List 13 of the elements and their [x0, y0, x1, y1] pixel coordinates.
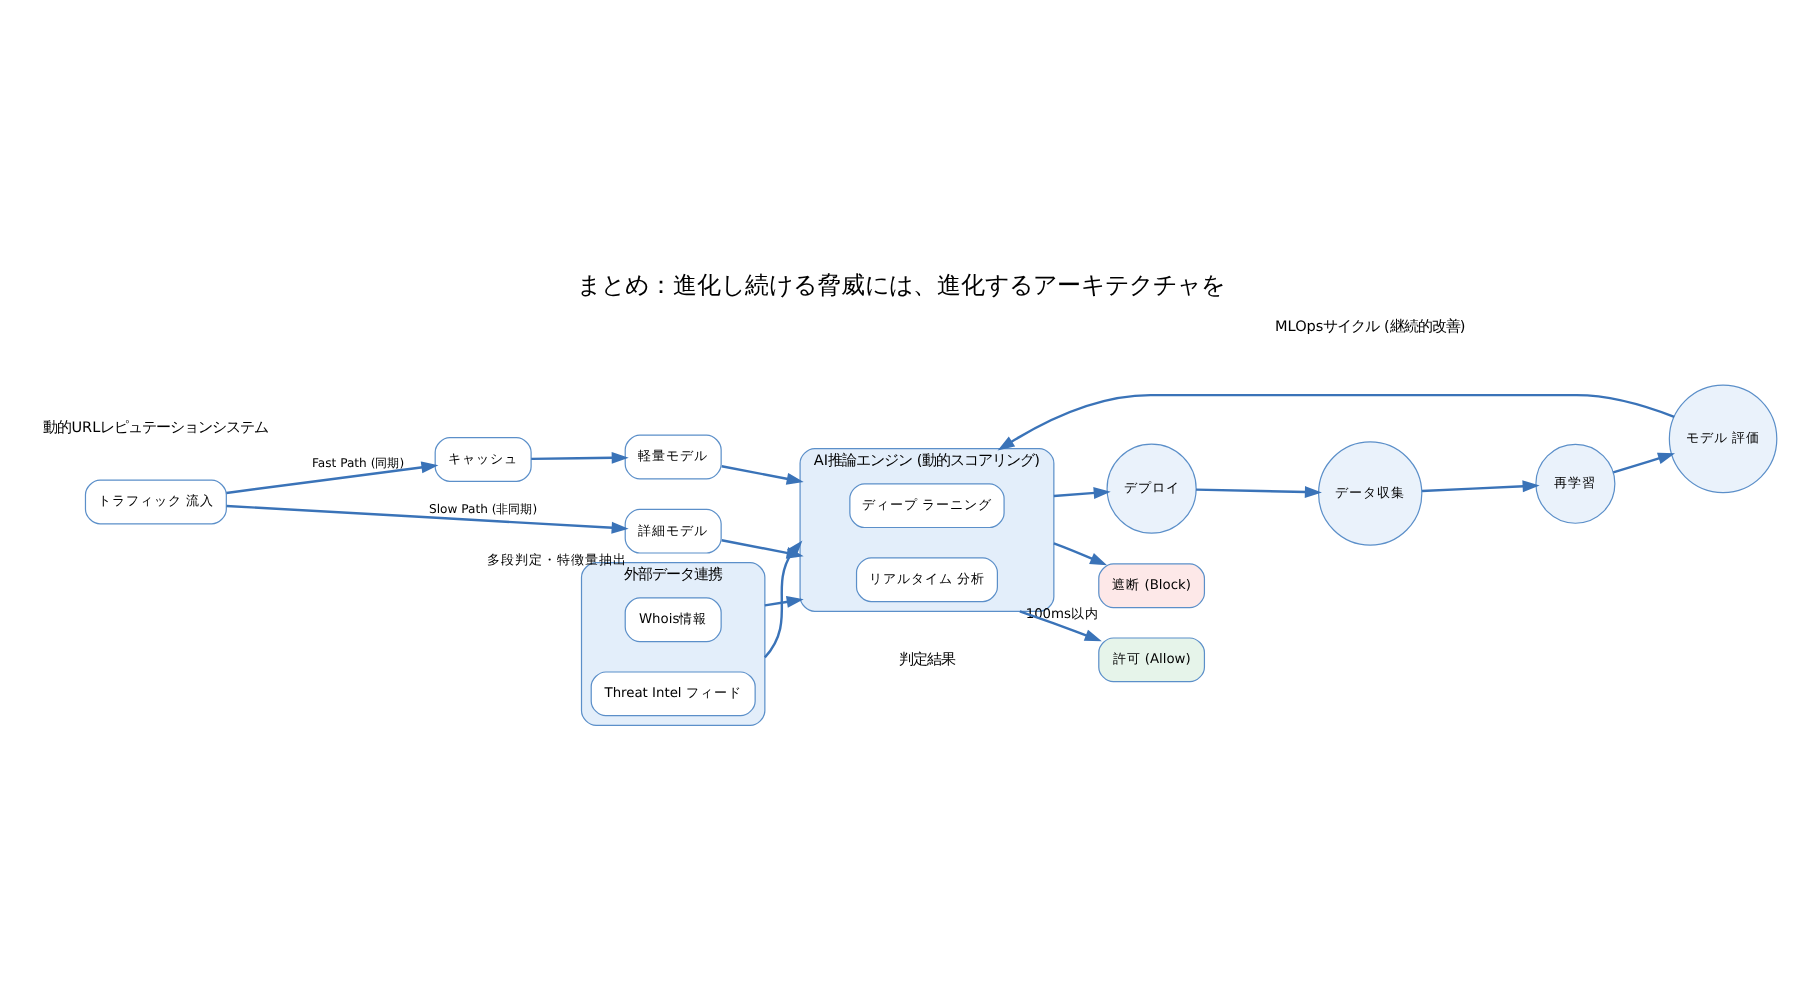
arrow	[763, 595, 803, 608]
arrow	[225, 461, 438, 495]
arrow	[1052, 542, 1107, 566]
arrow	[225, 504, 628, 534]
arrow	[1611, 452, 1675, 474]
arrow	[1421, 480, 1539, 493]
arrow	[1195, 486, 1321, 499]
diagram-title: まとめ：進化し続ける脅威には、進化するアーキテクチャを	[576, 271, 1225, 300]
arrow	[1018, 610, 1101, 642]
arrow	[996, 393, 1674, 451]
arrow	[1052, 487, 1110, 499]
arrow	[720, 465, 803, 485]
arrow	[530, 451, 628, 464]
